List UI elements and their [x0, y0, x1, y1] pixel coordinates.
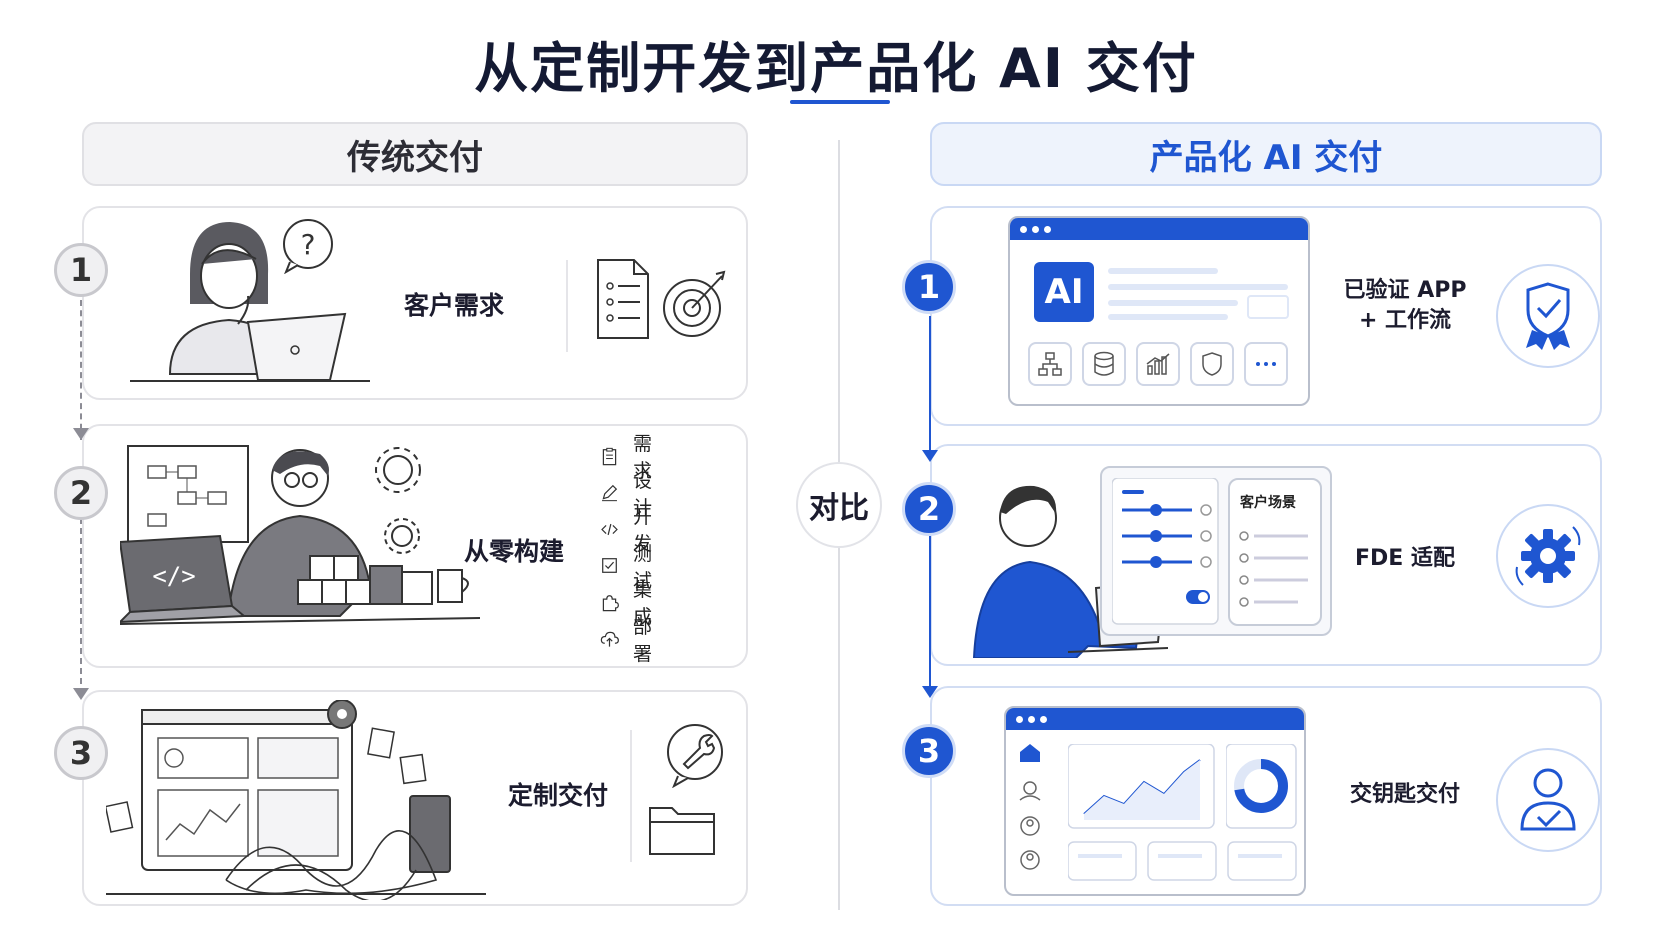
traditional-step-3-label: 定制交付 [508, 781, 609, 810]
gear-sync-circle [1496, 504, 1600, 608]
process-item-label: 开发 [633, 506, 653, 556]
target-icon [663, 270, 726, 337]
gear-icon [384, 518, 420, 554]
productized-step-3-number: 3 [902, 724, 956, 778]
traditional-step-1-label: 客户需求 [404, 291, 505, 320]
gear-icon [375, 447, 421, 493]
cloud-upload-icon [600, 632, 619, 647]
card-3-separator [630, 730, 632, 862]
question-bubble-icon: ? [283, 219, 333, 274]
process-item-label: 部署 [633, 615, 653, 665]
folder-icon [649, 807, 715, 855]
code-icon [601, 523, 618, 535]
process-item-requirements: 需求 [600, 433, 652, 482]
step-1-label-line2: + 工作流 [1358, 307, 1452, 333]
process-item-design: 设计 [600, 470, 652, 519]
process-item-deploy: 部署 [600, 616, 652, 665]
customer-illustration [130, 222, 370, 382]
more-tile [1244, 342, 1288, 386]
bar-chart-icon [1146, 353, 1170, 375]
process-item-integrate: 集成 [600, 579, 652, 628]
developer-illustration: </> [120, 445, 481, 625]
customer-scene-label: 客户场景 [1240, 495, 1296, 511]
traditional-header: 传统交付 [82, 122, 748, 186]
security-tile [1190, 342, 1234, 386]
arrow-down-icon [73, 688, 89, 700]
traditional-step-2-number: 2 [54, 466, 108, 520]
process-item-label: 集成 [633, 579, 653, 629]
traditional-flow-line-1 [80, 300, 82, 440]
verified-badge-circle [1496, 264, 1600, 368]
summary-cards [1068, 841, 1297, 881]
user-check-circle [1496, 748, 1600, 852]
traditional-step-2-label: 从零构建 [464, 537, 565, 566]
shield-icon [1202, 352, 1222, 376]
database-icon [1094, 351, 1114, 376]
dashboard-sidebar [1019, 744, 1041, 870]
step-1-label-line1: 已验证 APP [1343, 278, 1467, 303]
process-item-label: 需求 [633, 433, 653, 483]
productized-step-1-number: 1 [902, 260, 956, 314]
ai-badge: AI [1034, 262, 1094, 322]
window-titlebar [1010, 218, 1308, 240]
process-item-label: 测试 [633, 542, 653, 592]
card-1-separator [566, 260, 568, 352]
clipboard-icon [602, 447, 617, 466]
gear-sync-icon [1515, 526, 1581, 586]
arrow-down-icon [73, 428, 89, 440]
content-lines [1108, 268, 1289, 320]
checklist-icon [597, 259, 649, 339]
productized-flow-line-2 [929, 536, 931, 688]
svg-text:</>: </> [152, 562, 195, 590]
slider-controls [1112, 478, 1219, 625]
page-title: 从定制开发到产品化 AI 交付 [474, 37, 1198, 100]
process-item-develop: 开发 [600, 506, 652, 555]
scene-list [1239, 531, 1308, 607]
line-chart-widget [1068, 744, 1215, 829]
window-titlebar [1006, 708, 1304, 730]
traditional-step-1-number: 1 [54, 243, 108, 297]
title-underline [790, 100, 890, 104]
compare-circle: 对比 [796, 462, 882, 548]
hierarchy-icon [1038, 352, 1062, 376]
process-item-label: 设计 [633, 469, 653, 519]
traditional-flow-line-2 [80, 518, 82, 694]
analytics-tile [1136, 342, 1180, 386]
productized-step-2-label: FDE 适配 [1355, 546, 1455, 571]
home-icon [1020, 744, 1040, 762]
user-check-icon [1520, 768, 1576, 831]
productized-step-2-number: 2 [902, 482, 956, 536]
productized-step-1-label: 已验证 APP + 工作流 [1330, 276, 1480, 335]
custom-system-illustration [106, 700, 486, 900]
database-tile [1082, 342, 1126, 386]
productized-header: 产品化 AI 交付 [930, 122, 1602, 186]
puzzle-icon [602, 594, 619, 612]
productized-step-3-label: 交钥匙交付 [1349, 782, 1460, 807]
productized-flow-line-1 [929, 316, 931, 454]
process-item-test: 测试 [600, 543, 652, 592]
pencil-icon [602, 485, 618, 502]
wrench-bubble-icon [667, 724, 723, 788]
traditional-step-3-number: 3 [54, 726, 108, 780]
more-icon [1256, 362, 1276, 366]
donut-chart-widget [1226, 744, 1297, 829]
process-list: 需求 设计 开发 测试 集成 部署 [600, 433, 652, 665]
org-chart-tile [1028, 342, 1072, 386]
arrow-down-icon [922, 450, 938, 462]
verified-badge-icon [1526, 282, 1570, 350]
arrow-down-icon [922, 686, 938, 698]
checkbox-icon [602, 558, 617, 574]
svg-text:?: ? [301, 228, 316, 261]
